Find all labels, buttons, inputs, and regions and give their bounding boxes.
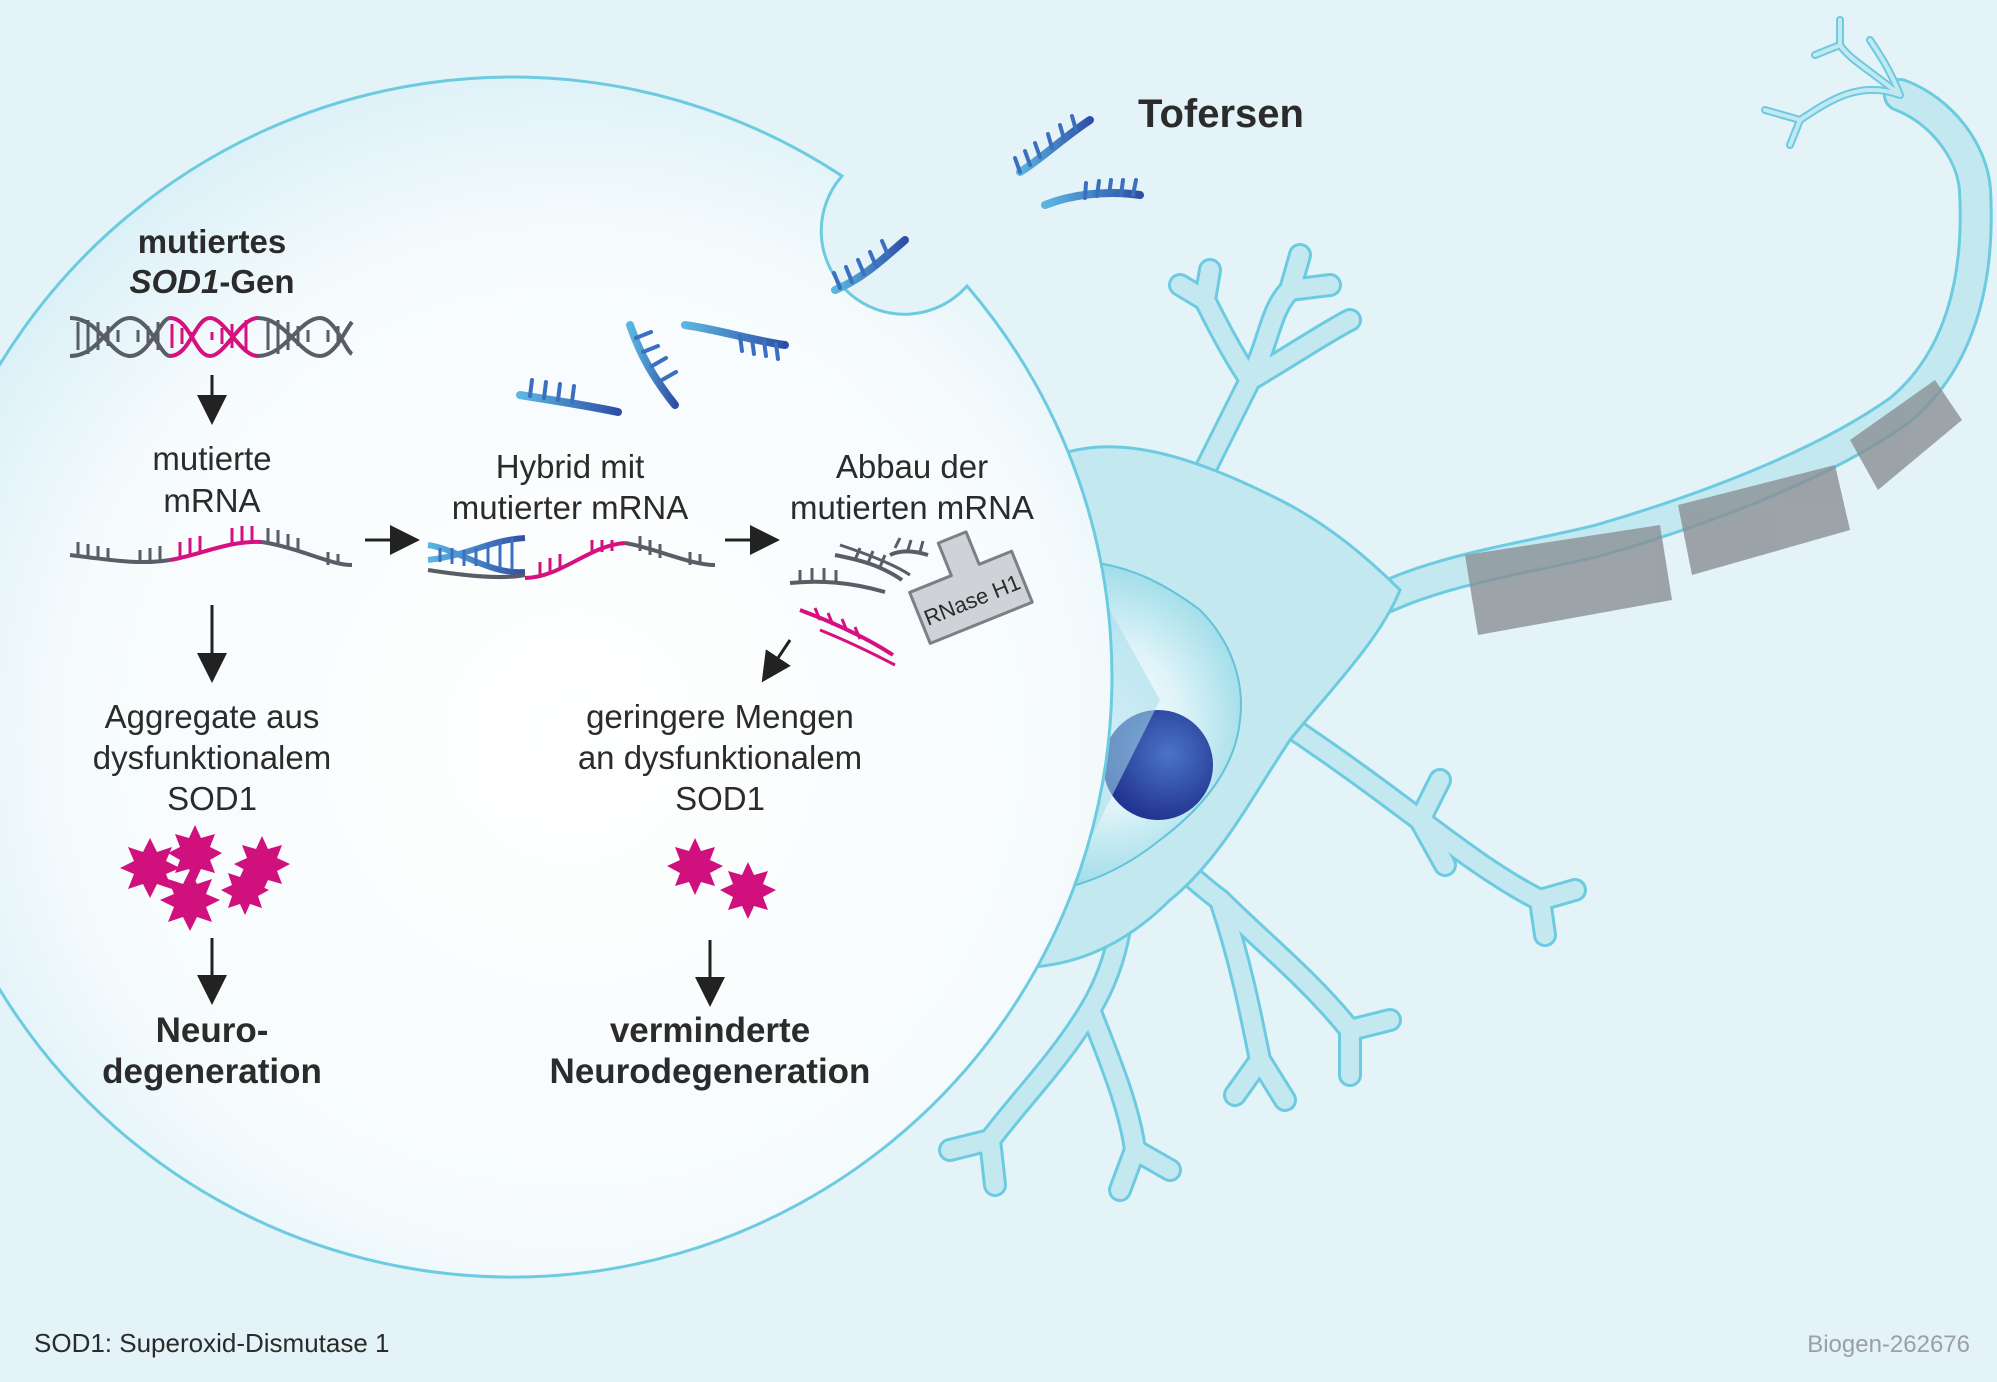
aggregate-label-line1: Aggregate aus (105, 698, 320, 735)
aggregate-label-line2: dysfunktionalem (93, 739, 331, 776)
footnote: SOD1: Superoxid-Dismutase 1 (34, 1328, 389, 1358)
gene-label-line2: SOD1-Gen (129, 263, 294, 300)
mrna-strand-icon (69, 526, 353, 567)
rna-fragments-icon (789, 537, 929, 667)
mrna-label-line2: mRNA (163, 482, 260, 519)
reduced-outcome-line2: Neurodegeneration (550, 1052, 871, 1091)
hybrid-label-line1: Hybrid mit (496, 448, 645, 485)
antisense-oligonucleotide-icon (516, 114, 1144, 416)
aggregate-label-line3: SOD1 (167, 780, 257, 817)
reduced-label-line3: SOD1 (675, 780, 765, 817)
protein-aggregate-icon (667, 838, 776, 919)
reduced-outcome-line1: verminderte (610, 1011, 810, 1050)
gene-label-line1: mutiertes (138, 223, 287, 260)
tofersen-label: Tofersen (1138, 92, 1304, 136)
hybrid-strand-icon (427, 535, 716, 580)
arrow-down-icon (761, 639, 792, 683)
mrna-label-line1: mutierte (152, 440, 271, 477)
reduced-label-line2: an dysfunktionalem (578, 739, 862, 776)
reduced-label-line1: geringere Mengen (586, 698, 854, 735)
myelin-sheath (1465, 380, 1962, 635)
outcome-label-line2: degeneration (102, 1052, 322, 1091)
abbau-label-line1: Abbau der (836, 448, 988, 485)
protein-aggregate-icon (120, 825, 290, 931)
outcome-label-line1: Neuro- (156, 1011, 269, 1050)
abbau-label-line2: mutierten mRNA (790, 489, 1034, 526)
dna-double-helix-icon (69, 315, 354, 359)
credit: Biogen-262676 (1807, 1331, 1970, 1358)
zoom-bubble (0, 75, 1114, 1279)
hybrid-label-line2: mutierter mRNA (452, 489, 689, 526)
